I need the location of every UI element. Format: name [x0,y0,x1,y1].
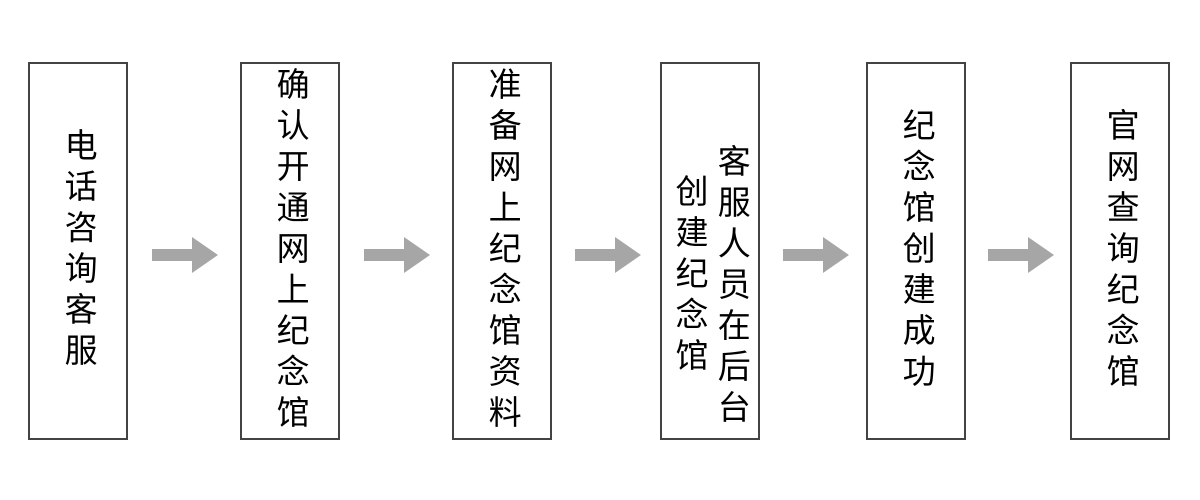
arrow-node4-to-node5 [783,237,849,273]
flow-node-staff-create-memorial-in-backend[interactable]: 客服人员在后台 创建纪念馆 [660,62,760,440]
flow-node-confirm-open-online-memorial[interactable]: 确认开通网上纪念馆 [240,62,340,440]
flow-node-label: 客服人员在后台 [713,144,751,431]
arrow-node2-to-node3 [364,237,430,273]
flow-node-label: 官网查询纪念馆 [1102,107,1140,395]
flow-node-label: 准备网上纪念馆资料 [484,66,522,436]
flow-node-label: 确认开通网上纪念馆 [272,66,310,436]
flow-node-label-secondary: 创建纪念馆 [671,174,708,379]
flow-node-label: 电话咨询客服 [60,128,98,374]
flow-node-telephone-consult-customer-service[interactable]: 电话咨询客服 [28,62,128,440]
arrow-node1-to-node2 [152,237,218,273]
flow-node-query-memorial-on-official-site[interactable]: 官网查询纪念馆 [1070,62,1170,440]
flow-node-label: 纪念馆创建成功 [898,107,936,395]
arrow-node5-to-node6 [988,237,1054,273]
flow-node-memorial-created-successfully[interactable]: 纪念馆创建成功 [866,62,966,440]
flow-node-prepare-online-memorial-materials[interactable]: 准备网上纪念馆资料 [452,62,552,440]
arrow-node3-to-node4 [575,237,641,273]
